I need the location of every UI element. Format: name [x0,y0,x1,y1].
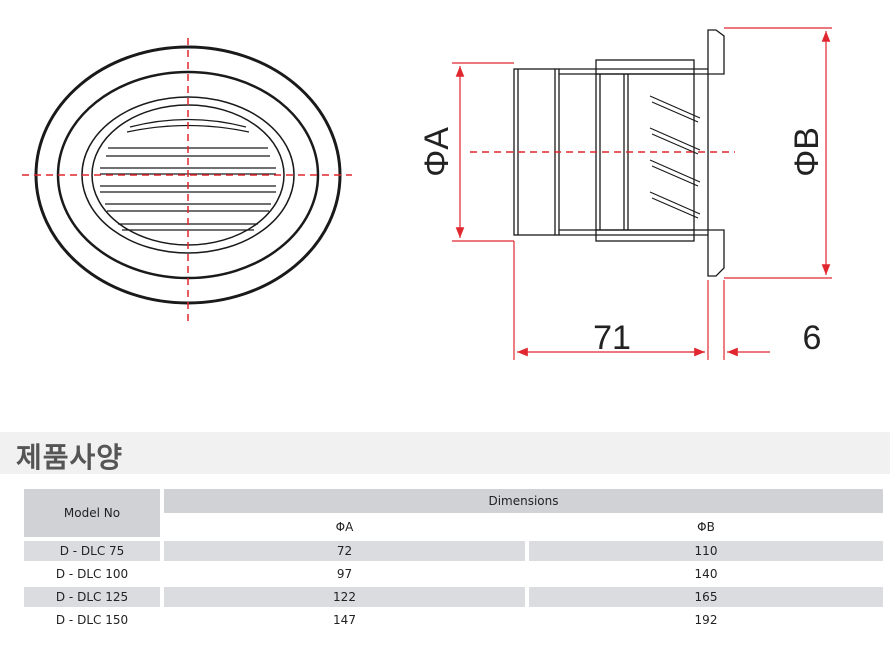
body-band-bottom [595,229,695,242]
flange-top [707,29,725,75]
model-cell: D - DLC 150 [24,607,164,630]
technical-drawing: ΦA ΦB 71 6 [22,27,832,360]
a-cell: 97 [164,561,529,584]
dimension-lines [452,27,832,360]
header-model: Model No [24,489,164,541]
header-a: ΦA [164,516,529,541]
model-cell: D - DLC 100 [24,561,164,584]
spec-table: Model No Dimensions ΦA ΦB D - DLC 75 72 … [24,489,883,630]
b-cell: 165 [529,584,883,607]
louver-slats [100,118,276,231]
b-cell: 110 [529,541,883,561]
side-louver-blades [649,95,701,219]
dim-b-label: ΦB [788,127,826,177]
title-band [0,432,890,474]
model-cell: D - DLC 75 [24,541,164,561]
spec-title: 제품사양 [16,441,124,474]
table-row: D - DLC 125 122 165 [24,584,883,607]
a-cell: 72 [164,541,529,561]
a-cell: 147 [164,607,529,630]
front-centerlines [22,38,352,322]
model-cell: D - DLC 125 [24,584,164,607]
dim-a-label: ΦA [418,127,456,177]
header-b: ΦB [529,516,883,541]
flange-bottom [707,229,725,277]
dim-71-label: 71 [593,319,631,357]
side-view [513,29,725,277]
table-row: D - DLC 150 147 192 [24,607,883,630]
body-band [595,59,695,75]
a-cell: 122 [164,584,529,607]
dim-6-label: 6 [803,319,822,357]
b-cell: 140 [529,561,883,584]
b-cell: 192 [529,607,883,630]
header-dimensions: Dimensions [164,489,883,517]
table-row: D - DLC 75 72 110 [24,541,883,561]
table-row: D - DLC 100 97 140 [24,561,883,584]
